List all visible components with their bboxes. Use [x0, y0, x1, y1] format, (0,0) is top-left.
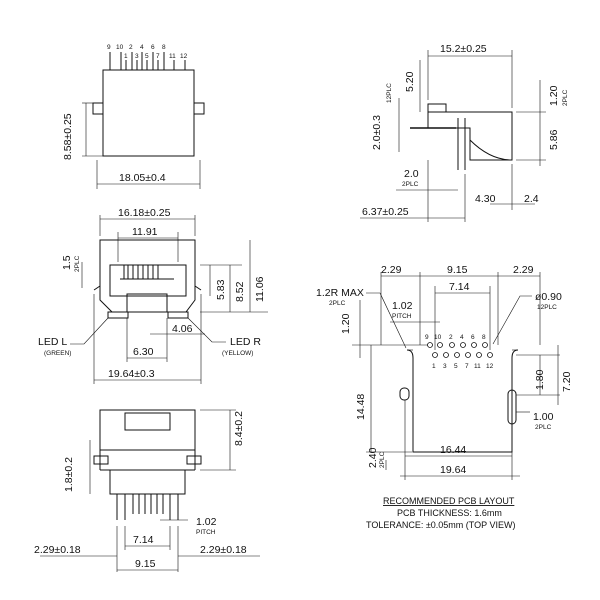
front-opening-width: 11.91 — [132, 226, 158, 238]
pcb-row-dimension: 7.14 — [449, 281, 470, 293]
pcb-hole-plc: 12PLC — [537, 304, 557, 311]
top-pin-label: 11 — [169, 53, 176, 60]
top-pin-label: 6 — [151, 44, 155, 51]
side-tab-plc: 12PLC — [386, 83, 393, 103]
top-pin-label: 5 — [145, 53, 149, 60]
pcb-hole-dimension: ø0.90 — [535, 291, 562, 303]
led-left-label: LED L — [38, 336, 67, 348]
pcb-layout-tolerance: TOLERANCE: ±0.05mm (TOP VIEW) — [366, 520, 515, 530]
front-overall-width: 19.64±0.3 — [108, 368, 155, 380]
pcb-slot-dimension: 1.00 — [533, 411, 554, 423]
top-pin-label: 9 — [107, 44, 111, 51]
pcb-top-gap: 1.20 — [340, 313, 352, 334]
pcb-pin-label: 4 — [460, 334, 464, 341]
pcb-bottom-plc: 2PLC — [379, 451, 386, 468]
pcb-layout-title: RECOMMENDED PCB LAYOUT — [383, 496, 515, 506]
top-pin-label: 8 — [162, 44, 166, 51]
side-overall-dimension: 6.37±0.25 — [362, 206, 409, 218]
led-left-color: (GREEN) — [44, 350, 71, 357]
bottom-pitch-dimension: 1.02 — [196, 516, 217, 528]
pcb-center-dimension: 9.15 — [447, 264, 468, 276]
pcb-pitch-dimension: 1.02 — [392, 300, 413, 312]
pcb-pitch-label: PITCH — [392, 313, 412, 320]
top-pin-label: 4 — [140, 44, 144, 51]
pcb-slot-plc: 2PLC — [535, 424, 552, 431]
side-offset-dimension: 4.30 — [475, 193, 496, 205]
pcb-inner-width: 16.44 — [440, 444, 466, 456]
bottom-view-pins — [116, 494, 179, 520]
led-right-color: (YELLOW) — [222, 350, 253, 357]
side-right-top-plc: 2PLC — [562, 89, 569, 106]
front-left-plc: 2PLC — [74, 255, 81, 272]
pcb-height-dimension: 14.48 — [355, 394, 367, 420]
side-end-dimension: 2.4 — [524, 193, 539, 205]
bottom-right-height: 8.4±0.2 — [233, 411, 245, 446]
bottom-overall-dimension: 9.15 — [135, 558, 156, 570]
front-height-3: 11.06 — [254, 276, 266, 302]
front-view: 16.18±0.25 11.91 1.5 2PLC 5.83 8.52 11.0… — [38, 207, 268, 384]
top-width-dimension: 18.05±0.4 — [119, 172, 166, 184]
bottom-row-dimension: 7.14 — [133, 534, 154, 546]
top-pin-label: 1 — [124, 53, 128, 60]
pcb-right-dimension-1: 1.80 — [534, 369, 546, 390]
bottom-left-height: 1.8±0.2 — [63, 457, 75, 492]
pcb-pin-label: 10 — [434, 334, 442, 341]
bottom-view: 1.8±0.2 8.4±0.2 1.02 PITCH 7.14 2.29±0.1… — [34, 409, 260, 572]
side-pin-plc: 2PLC — [402, 181, 419, 188]
pcb-layout-thickness: PCB THICKNESS: 1.6mm — [397, 508, 502, 518]
front-left-dimension: 1.5 — [61, 255, 73, 270]
top-pin-label: 3 — [135, 53, 139, 60]
top-height-dimension: 8.58±0.25 — [62, 113, 74, 160]
pcb-layout: 9 10 2 4 6 8 1 3 5 7 11 12 2.29 9.15 2.2… — [316, 264, 573, 530]
pcb-right-dimension-2: 7.20 — [561, 371, 573, 392]
pcb-pin-label: 2 — [449, 334, 453, 341]
pcb-right-dimension: 2.29 — [513, 264, 534, 276]
pcb-outer-width: 19.64 — [440, 464, 466, 476]
front-height-1: 5.83 — [215, 279, 227, 300]
side-top-dimension: 5.20 — [404, 71, 416, 92]
led-right-label: LED R — [230, 336, 261, 348]
pcb-pin-label: 6 — [471, 334, 475, 341]
bottom-left-offset: 2.29±0.18 — [34, 544, 81, 556]
pcb-pin-label: 3 — [443, 363, 447, 370]
pcb-pin-label: 9 — [425, 334, 429, 341]
top-view-pins — [109, 52, 186, 70]
pcb-radius-plc: 2PLC — [329, 300, 346, 307]
side-pin-dimension: 2.0 — [404, 168, 419, 180]
pcb-pin-label: 11 — [474, 363, 481, 370]
pcb-bottom-dimension: 2.40 — [367, 447, 379, 468]
top-pin-label: 2 — [129, 44, 133, 51]
front-height-2: 8.52 — [234, 281, 246, 302]
side-width-dimension: 15.2±0.25 — [440, 43, 487, 55]
front-top-width: 16.18±0.25 — [118, 207, 171, 219]
side-right-top-dimension: 1.20 — [548, 85, 560, 106]
pcb-pin-label: 8 — [482, 334, 486, 341]
side-tab-dimension: 2.0±0.3 — [371, 115, 383, 150]
pcb-left-dimension: 2.29 — [381, 264, 402, 276]
pcb-pin-label: 1 — [432, 363, 436, 370]
bottom-right-offset: 2.29±0.18 — [200, 544, 247, 556]
bottom-pitch-label: PITCH — [196, 529, 216, 536]
top-pin-label: 7 — [156, 53, 160, 60]
pcb-holes — [427, 342, 493, 358]
pcb-radius-label: 1.2R MAX — [316, 287, 364, 299]
top-pin-label: 12 — [180, 53, 188, 60]
pcb-pin-label: 7 — [465, 363, 469, 370]
pcb-pin-label: 12 — [486, 363, 494, 370]
top-view: 9 10 2 4 6 8 1 3 5 7 11 12 8.58±0.25 18.… — [62, 44, 205, 189]
side-right-bottom-dimension: 5.86 — [548, 129, 560, 150]
front-slot-dimension: 6.30 — [133, 346, 154, 358]
pcb-pin-label: 5 — [454, 363, 458, 370]
side-view: 15.2±0.25 2.0±0.3 12PLC 5.20 1.20 2PLC 5… — [360, 43, 569, 222]
top-pin-label: 10 — [116, 44, 124, 51]
front-inner-dimension: 4.06 — [172, 323, 193, 335]
